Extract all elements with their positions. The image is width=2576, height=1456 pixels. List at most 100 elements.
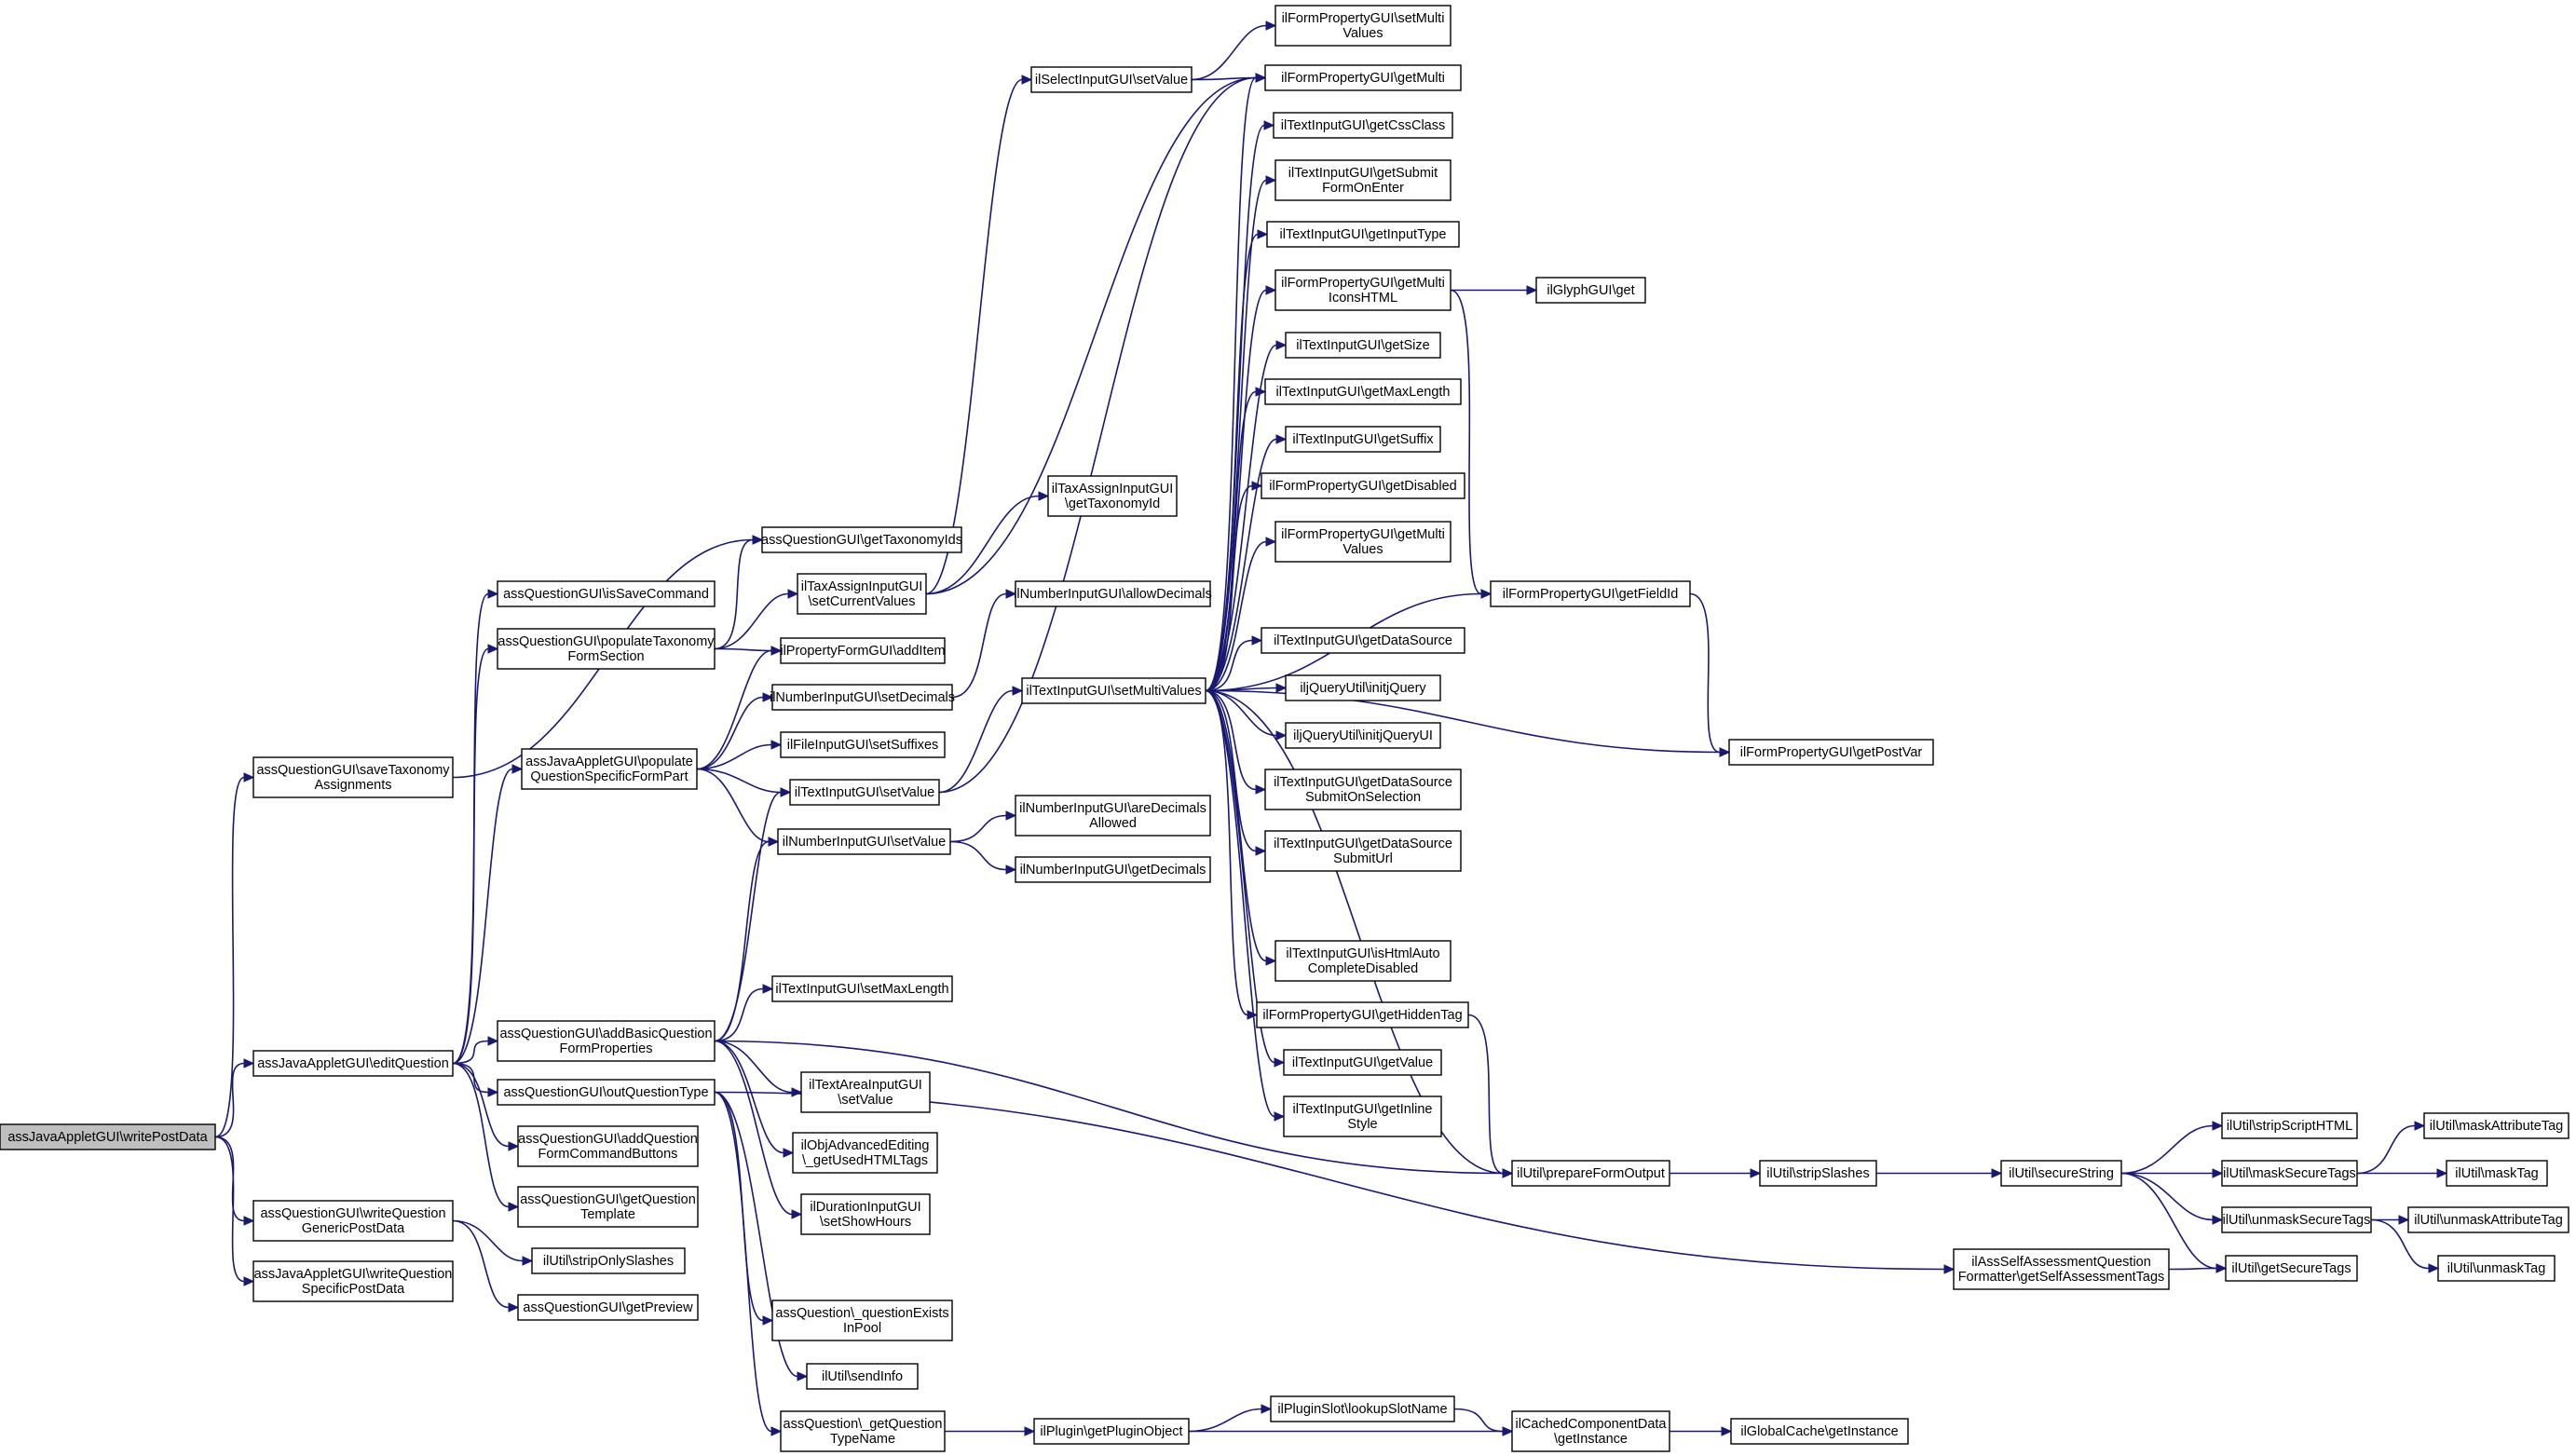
node-label: assQuestionGUI\addBasicQuestion xyxy=(499,1027,712,1041)
arrowhead-icon xyxy=(770,646,783,656)
node-stripSlashes[interactable]: ilUtil\stripSlashes xyxy=(1759,1160,1877,1187)
node-label: assJavaAppletGUI\writePostData xyxy=(7,1130,208,1145)
node-textGetMaxLength[interactable]: ilTextInputGUI\getMaxLength xyxy=(1264,378,1462,405)
node-textGetDSSubmitOnSelection[interactable]: ilTextInputGUI\getDataSourceSubmitOnSele… xyxy=(1264,769,1462,810)
node-prepareFormOutput[interactable]: ilUtil\prepareFormOutput xyxy=(1511,1160,1670,1187)
node-numberSetValue[interactable]: ilNumberInputGUI\setValue xyxy=(777,828,951,855)
node-writeSpecificPostData[interactable]: assJavaAppletGUI\writeQuestionSpecificPo… xyxy=(252,1260,454,1302)
node-populateSpecificFormPart[interactable]: assJavaAppletGUI\populateQuestionSpecifi… xyxy=(521,748,698,790)
node-textGetInputType[interactable]: ilTextInputGUI\getInputType xyxy=(1266,221,1460,248)
node-unmaskTag[interactable]: ilUtil\unmaskTag xyxy=(2437,1255,2556,1282)
node-fpGetDisabled[interactable]: ilFormPropertyGUI\getDisabled xyxy=(1261,472,1465,499)
node-label: ilTextInputGUI\setMaxLength xyxy=(775,982,948,997)
node-globalCacheGetInstance[interactable]: ilGlobalCache\getInstance xyxy=(1730,1418,1909,1445)
node-outQuestionType[interactable]: assQuestionGUI\outQuestionType xyxy=(497,1079,716,1106)
call-edge-populateTaxSection-to-getTaxonomyIds xyxy=(714,535,764,650)
node-label: assQuestionGUI\saveTaxonomy xyxy=(256,763,450,778)
node-editQuestion[interactable]: assJavaAppletGUI\editQuestion xyxy=(252,1050,454,1077)
node-label: assQuestionGUI\outQuestionType xyxy=(503,1085,708,1100)
node-box xyxy=(0,1123,216,1150)
node-textAreaSetValue[interactable]: ilTextAreaInputGUI\setValue xyxy=(800,1071,931,1113)
node-textGetSize[interactable]: ilTextInputGUI\getSize xyxy=(1285,332,1441,359)
node-label: FormProperties xyxy=(560,1041,653,1056)
node-label: assQuestionGUI\getQuestion xyxy=(520,1192,696,1207)
node-isSaveCommand[interactable]: assQuestionGUI\isSaveCommand xyxy=(497,580,716,607)
node-jqInitjQuery[interactable]: iljQueryUtil\initjQuery xyxy=(1285,674,1441,701)
node-textGetSuffix[interactable]: ilTextInputGUI\getSuffix xyxy=(1285,426,1441,453)
call-edge-prepareFormOutput-to-stripSlashes xyxy=(1670,1168,1762,1178)
node-jqInitjQueryUI[interactable]: iljQueryUtil\initjQueryUI xyxy=(1285,722,1441,749)
node-stripScriptHTML[interactable]: ilUtil\stripScriptHTML xyxy=(2221,1112,2358,1139)
node-fpGetFieldId[interactable]: ilFormPropertyGUI\getFieldId xyxy=(1490,580,1691,607)
node-pluginSlotLookupSlotName[interactable]: ilPluginSlot\lookupSlotName xyxy=(1270,1395,1455,1422)
node-selectSetValue[interactable]: ilSelectInputGUI\setValue xyxy=(1030,66,1193,93)
node-writeGenericPostData[interactable]: assQuestionGUI\writeQuestionGenericPostD… xyxy=(252,1200,454,1242)
node-label: QuestionSpecificFormPart xyxy=(530,769,688,784)
node-propertyFormAddItem[interactable]: ilPropertyFormGUI\addItem xyxy=(780,637,946,664)
node-box xyxy=(1285,332,1441,359)
node-textSetMaxLength[interactable]: ilTextInputGUI\setMaxLength xyxy=(771,975,953,1002)
node-maskAttributeTag[interactable]: ilUtil\maskAttributeTag xyxy=(2423,1112,2569,1139)
node-textGetValue[interactable]: ilTextInputGUI\getValue xyxy=(1283,1049,1442,1076)
node-getTaxonomyIds[interactable]: assQuestionGUI\getTaxonomyIds xyxy=(761,526,962,553)
node-maskTag[interactable]: ilUtil\maskTag xyxy=(2446,1160,2548,1187)
edge-line xyxy=(714,1091,1945,1271)
node-writePostData[interactable]: assJavaAppletGUI\writePostData xyxy=(0,1123,216,1150)
call-edge-pluginGetPluginObject-to-pluginSlotLookupSlotName xyxy=(1188,1404,1273,1433)
node-label: \getTaxonomyId xyxy=(1065,497,1160,511)
arrowhead-icon xyxy=(1275,730,1288,741)
node-label: ilFormPropertyGUI\getDisabled xyxy=(1269,479,1456,494)
node-taxAssignGetTaxonomyId[interactable]: ilTaxAssignInputGUI\getTaxonomyId xyxy=(1047,475,1178,517)
call-edge-outQuestionType-to-selfAssessmentTags xyxy=(714,1091,1956,1274)
node-durationSetShowHours[interactable]: ilDurationInputGUI\setShowHours xyxy=(800,1193,931,1235)
node-textInputSetValue[interactable]: ilTextInputGUI\setValue xyxy=(789,779,940,806)
node-secureString[interactable]: ilUtil\secureString xyxy=(2000,1160,2122,1187)
node-textGetDataSource[interactable]: ilTextInputGUI\getDataSource xyxy=(1261,627,1465,654)
node-textIsHtmlAutoCompleteDisabled[interactable]: ilTextInputGUI\isHtmlAutoCompleteDisable… xyxy=(1274,940,1452,982)
node-unmaskAttributeTag[interactable]: ilUtil\unmaskAttributeTag xyxy=(2407,1206,2569,1233)
node-glyphGet[interactable]: ilGlyphGUI\get xyxy=(1535,277,1646,304)
node-taxAssignSetCurrentValues[interactable]: ilTaxAssignInputGUI\setCurrentValues xyxy=(797,573,927,615)
call-edge-textSetMultiValues-to-fpGetMultiIconsHTML xyxy=(1205,285,1277,692)
node-getSecureTags[interactable]: ilUtil\getSecureTags xyxy=(2225,1255,2358,1282)
node-numberAllowDecimals[interactable]: ilNumberInputGUI\allowDecimals xyxy=(1014,580,1212,607)
node-fpGetHiddenTag[interactable]: ilFormPropertyGUI\getHiddenTag xyxy=(1256,1001,1469,1028)
node-label: ilTextAreaInputGUI xyxy=(809,1078,922,1093)
node-box xyxy=(1535,277,1646,304)
arrowhead-icon xyxy=(1750,1168,1762,1178)
node-getUsedHTMLTags[interactable]: ilObjAdvancedEditing\_getUsedHTMLTags xyxy=(792,1132,938,1174)
node-maskSecureTags[interactable]: ilUtil\maskSecureTags xyxy=(2221,1160,2358,1187)
edge-line xyxy=(452,1219,510,1309)
node-sendInfo[interactable]: ilUtil\sendInfo xyxy=(806,1363,919,1390)
node-addQuestionFormCommandButtons[interactable]: assQuestionGUI\addQuestionFormCommandBut… xyxy=(517,1125,699,1167)
node-populateTaxSection[interactable]: assQuestionGUI\populateTaxonomyFormSecti… xyxy=(497,628,716,670)
node-numberSetDecimals[interactable]: ilNumberInputGUI\setDecimals xyxy=(770,684,955,711)
node-fileSetSuffixes[interactable]: ilFileInputGUI\setSuffixes xyxy=(780,731,946,758)
node-box xyxy=(1490,580,1691,607)
call-edge-populateTaxSection-to-taxAssignSetCurrentValues xyxy=(714,589,799,650)
node-unmaskSecureTags[interactable]: ilUtil\unmaskSecureTags xyxy=(2221,1206,2372,1233)
node-cachedGetInstance[interactable]: ilCachedComponentData\getInstance xyxy=(1511,1410,1670,1452)
node-fpGetPostVar[interactable]: ilFormPropertyGUI\getPostVar xyxy=(1728,739,1934,766)
node-addBasicQuestionFormProps[interactable]: assQuestionGUI\addBasicQuestionFormPrope… xyxy=(497,1020,716,1062)
node-selfAssessmentTags[interactable]: ilAssSelfAssessmentQuestionFormatter\get… xyxy=(1953,1248,2170,1290)
node-fpSetMultiValues[interactable]: ilFormPropertyGUI\setMultiValues xyxy=(1274,5,1452,47)
node-getPreview[interactable]: assQuestionGUI\getPreview xyxy=(517,1294,699,1321)
node-textGetCssClass[interactable]: ilTextInputGUI\getCssClass xyxy=(1273,112,1453,139)
node-label: ilTextInputGUI\getValue xyxy=(1292,1055,1433,1070)
node-textSetMultiValues[interactable]: ilTextInputGUI\setMultiValues xyxy=(1021,677,1206,704)
node-pluginGetPluginObject[interactable]: ilPlugin\getPluginObject xyxy=(1033,1418,1190,1445)
node-stripOnlySlashes[interactable]: ilUtil\stripOnlySlashes xyxy=(531,1247,686,1274)
node-numberGetDecimals[interactable]: ilNumberInputGUI\getDecimals xyxy=(1015,856,1211,883)
node-fpGetMulti[interactable]: ilFormPropertyGUI\getMulti xyxy=(1264,64,1462,91)
